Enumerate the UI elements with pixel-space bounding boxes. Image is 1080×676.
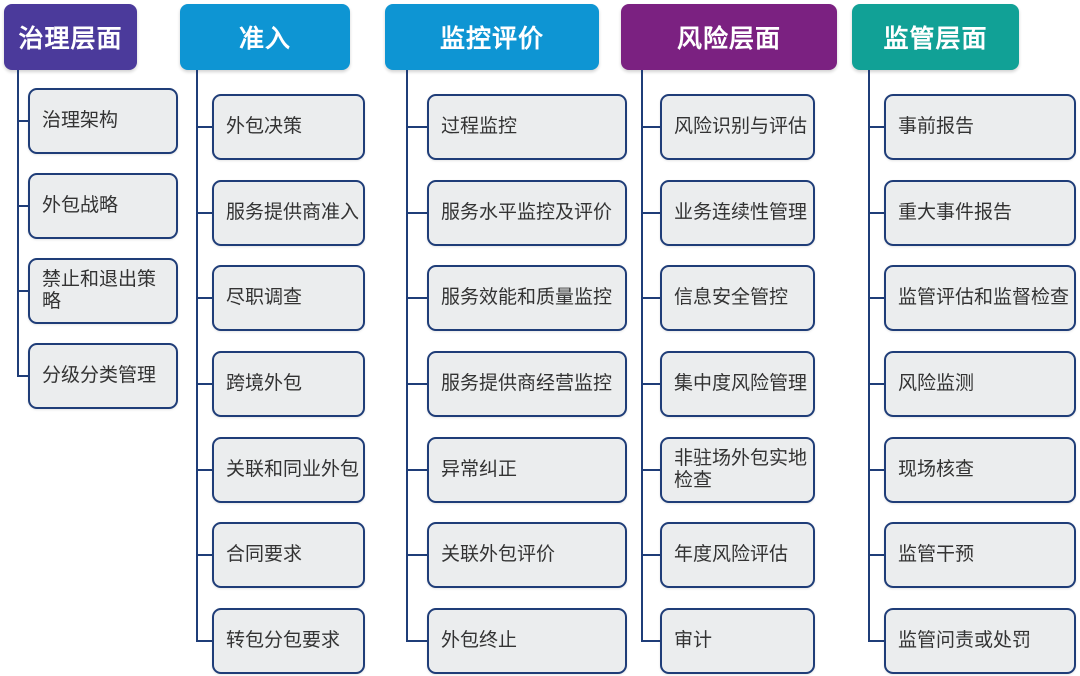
connector-vertical-line [868,70,870,643]
connector-stub [406,640,427,643]
connector-stub [868,468,884,471]
connector-stub [641,640,660,643]
connector-stub [406,297,427,300]
item-box: 服务水平监控及评价 [427,179,627,246]
connector-stub [641,468,660,471]
column-header-3: 监控评价 [385,4,599,70]
item-box: 异常纠正 [427,436,627,503]
connector-stub [196,640,212,643]
item-box: 服务提供商准入 [212,179,365,246]
item-box: 关联外包评价 [427,522,627,589]
connector-stub [17,120,28,122]
connector-stub [196,468,212,471]
connector-stub [196,554,212,557]
item-box: 集中度风险管理 [660,351,815,417]
item-box: 重大事件报告 [884,179,1076,246]
connector-stub [868,297,884,300]
item-box: 禁止和退出策略 [28,258,178,324]
item-box: 外包决策 [212,94,365,160]
item-box: 年度风险评估 [660,522,815,589]
item-box: 外包终止 [427,608,627,675]
column-1: 治理层面治理架构外包战略禁止和退出策略分级分类管理 [4,0,178,676]
connector-stub [641,211,660,214]
column-header-4: 风险层面 [621,4,837,70]
item-box: 事前报告 [884,94,1076,160]
item-box: 监管干预 [884,522,1076,589]
item-box: 转包分包要求 [212,608,365,675]
item-box: 业务连续性管理 [660,179,815,246]
connector-stub [406,468,427,471]
item-box: 跨境外包 [212,351,365,417]
connector-stub [196,383,212,385]
item-box: 现场核查 [884,436,1076,503]
connector-vertical-line [17,70,19,377]
item-box: 过程监控 [427,94,627,160]
connector-stub [406,383,427,385]
connector-stub [406,211,427,214]
connector-stub [196,211,212,214]
connector-vertical-line [196,70,198,643]
item-box: 服务提供商经营监控 [427,351,627,417]
connector-stub [406,554,427,557]
connector-stub [641,297,660,300]
connector-stub [641,383,660,385]
item-box: 关联和同业外包 [212,436,365,503]
item-box: 服务效能和质量监控 [427,265,627,332]
item-box: 审计 [660,608,815,675]
column-header-5: 监管层面 [852,4,1019,70]
column-header-1: 治理层面 [4,4,137,70]
connector-stub [17,375,28,377]
connector-stub [17,205,28,207]
connector-stub [17,290,28,292]
item-box: 治理架构 [28,88,178,154]
item-box: 非驻场外包实地检查 [660,436,815,503]
item-box: 合同要求 [212,522,365,589]
item-box: 风险监测 [884,351,1076,417]
item-box: 外包战略 [28,173,178,239]
connector-stub [868,126,884,128]
column-4: 风险层面风险识别与评估业务连续性管理信息安全管控集中度风险管理非驻场外包实地检查… [621,0,837,676]
connector-stub [641,554,660,557]
connector-stub [406,126,427,128]
connector-stub [868,211,884,214]
connector-stub [868,640,884,643]
connector-stub [196,297,212,300]
column-2: 准入外包决策服务提供商准入尽职调查跨境外包关联和同业外包合同要求转包分包要求 [180,0,365,676]
item-box: 风险识别与评估 [660,94,815,160]
connector-stub [641,126,660,128]
connector-vertical-line [641,70,643,643]
column-header-2: 准入 [180,4,350,70]
connector-vertical-line [406,70,408,643]
item-box: 尽职调查 [212,265,365,332]
item-box: 分级分类管理 [28,343,178,409]
connector-stub [868,383,884,385]
column-5: 监管层面事前报告重大事件报告监管评估和监督检查风险监测现场核查监管干预监管问责或… [852,0,1076,676]
connector-stub [196,126,212,128]
item-box: 监管问责或处罚 [884,608,1076,675]
connector-stub [868,554,884,557]
item-box: 信息安全管控 [660,265,815,332]
item-box: 监管评估和监督检查 [884,265,1076,332]
column-3: 监控评价过程监控服务水平监控及评价服务效能和质量监控服务提供商经营监控异常纠正关… [385,0,627,676]
